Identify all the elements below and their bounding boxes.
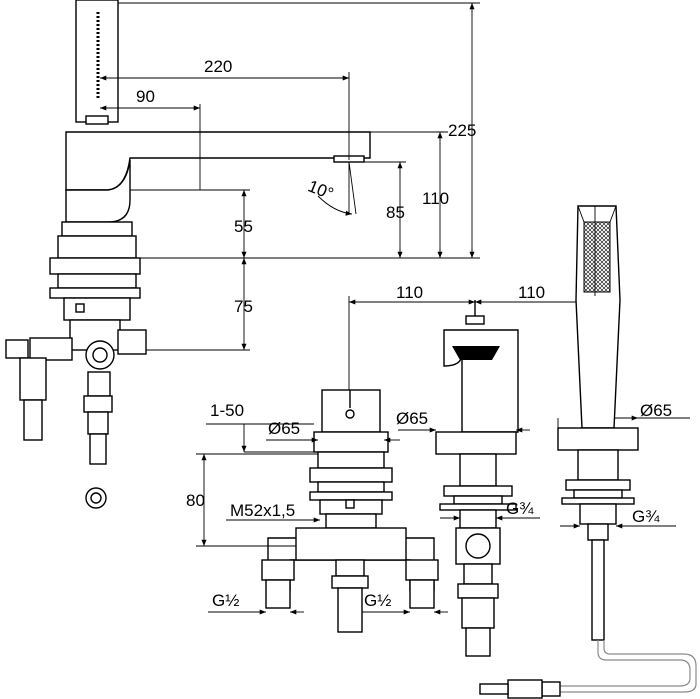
dim-65-valve-label: Ø65: [396, 409, 428, 428]
shower-ring: [557, 427, 639, 451]
valve-ring: [435, 431, 517, 455]
valve-dimensions: 110 110 Ø65 G¾: [348, 283, 595, 521]
dim-110-height-label: 110: [422, 189, 449, 208]
dim-m52-label: M52x1,5: [230, 501, 295, 520]
dim-220-label: 220: [204, 57, 232, 76]
hose-right: [87, 371, 111, 397]
dim-g12-right-label: G½: [364, 591, 391, 610]
base-ring-1: [61, 221, 133, 237]
shower-pipe: [591, 539, 605, 641]
dim-75-label: 75: [234, 297, 253, 316]
dim-g34-shower-label: G¾: [632, 507, 660, 526]
handle-ring-1: [313, 431, 389, 453]
dim-85-label: 85: [386, 203, 405, 222]
shower-dimensions: Ø65 G¾: [557, 206, 690, 529]
dim-g12-left-label: G½: [212, 591, 239, 610]
dim-10deg-label: 10°: [305, 176, 336, 203]
dim-65-handle-label: Ø65: [268, 419, 300, 438]
dim-65-shower-label: Ø65: [640, 401, 672, 420]
valve-body: [443, 329, 519, 433]
hose-left: [19, 357, 47, 401]
deck-nut: [49, 257, 141, 275]
valve-outlet: [465, 627, 491, 657]
valve-assembly: [435, 300, 519, 657]
valve-nut: [443, 485, 513, 497]
diverter-right: [117, 329, 147, 355]
shower-hose: [560, 640, 691, 687]
dim-80-label: 80: [186, 491, 205, 510]
base-ring-5: [63, 297, 131, 321]
handle-outlet: [337, 587, 363, 633]
handle-top: [321, 389, 381, 433]
dim-110-left-label: 110: [396, 283, 423, 302]
base-ring-2: [57, 235, 137, 259]
hose-connector: [507, 679, 543, 699]
base-ring-3: [57, 273, 137, 289]
hand-shower-assembly: [479, 205, 697, 699]
dim-90-label: 90: [136, 87, 155, 106]
dim-225-label: 225: [448, 121, 476, 140]
dim-g34-valve-label: G¾: [506, 499, 534, 518]
shower-nut: [565, 479, 631, 491]
outlet-nut: [85, 340, 115, 370]
handle-assembly: [261, 389, 439, 633]
handle-dimensions: 1-50 Ø65 80 M52x1,5 G½ G½: [186, 401, 448, 615]
handle-nut: [309, 467, 393, 483]
spray-face: [583, 221, 611, 293]
dim-55-label: 55: [234, 217, 253, 236]
valve-lever: [465, 315, 485, 325]
spout-assembly: [5, 0, 371, 509]
diverter-left: [29, 337, 73, 361]
washer: [85, 487, 107, 509]
base-ring-4: [49, 287, 141, 299]
dim-1-50-label: 1-50: [210, 401, 244, 420]
lever-top: [85, 115, 109, 125]
dim-110-right-label: 110: [518, 283, 545, 302]
